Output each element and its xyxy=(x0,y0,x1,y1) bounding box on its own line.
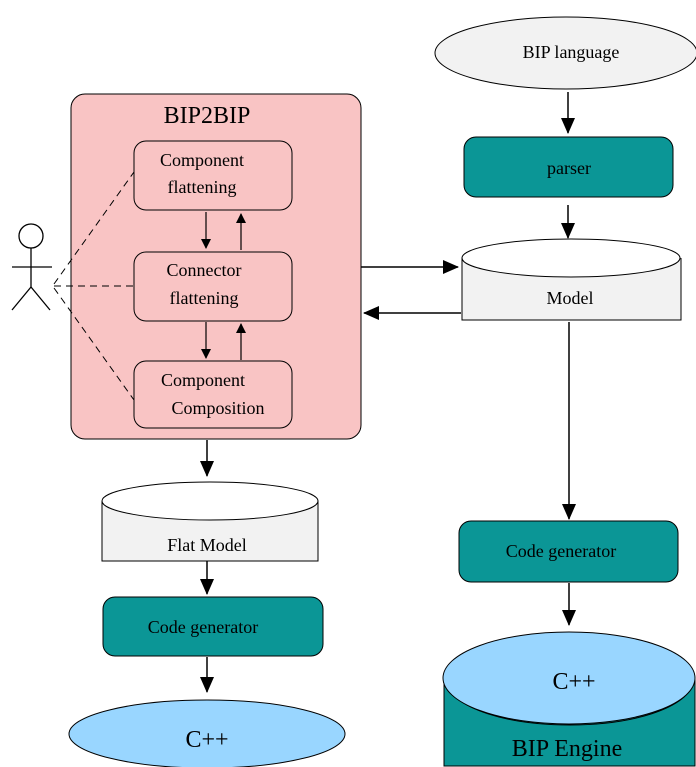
bip-language-label: BIP language xyxy=(523,42,620,62)
right-code-generator-box: Code generator xyxy=(458,520,679,583)
component-composition-line1: Component xyxy=(161,370,245,390)
inner-arrows xyxy=(201,212,246,360)
connector-flattening-step: Connector flattening xyxy=(133,251,293,322)
engine-cpp-label: C++ xyxy=(552,669,595,695)
bip2bip-model-arrows xyxy=(361,260,461,320)
user-dashed-links xyxy=(53,171,135,401)
component-flattening-line1: Component xyxy=(160,150,244,170)
connector-flattening-line2: flattening xyxy=(170,288,239,308)
left-code-generator-box: Code generator xyxy=(102,596,324,657)
component-flattening-line2: flattening xyxy=(168,177,237,197)
bip-language-node: BIP language xyxy=(434,16,696,90)
parser-box: parser xyxy=(463,136,674,198)
bip2bip-title: BIP2BIP xyxy=(164,103,251,129)
component-flattening-step: Component flattening xyxy=(133,140,293,211)
bip-engine-label: BIP Engine xyxy=(512,736,622,762)
left-cpp-output: C++ xyxy=(68,699,346,767)
left-code-generator-label: Code generator xyxy=(148,617,258,637)
component-composition-line2: Composition xyxy=(171,398,264,418)
connector-flattening-line1: Connector xyxy=(167,260,242,280)
model-label: Model xyxy=(547,288,594,308)
component-composition-step: Component Composition xyxy=(133,360,293,429)
flat-model-label: Flat Model xyxy=(167,535,247,555)
user-actor-icon xyxy=(11,223,52,311)
bip-engine: C++ BIP Engine xyxy=(442,631,696,767)
parser-label: parser xyxy=(547,158,591,178)
model-database: Model xyxy=(461,238,682,321)
flat-model-database: Flat Model xyxy=(101,481,319,562)
left-cpp-label: C++ xyxy=(185,727,228,753)
right-code-generator-label: Code generator xyxy=(506,541,616,561)
